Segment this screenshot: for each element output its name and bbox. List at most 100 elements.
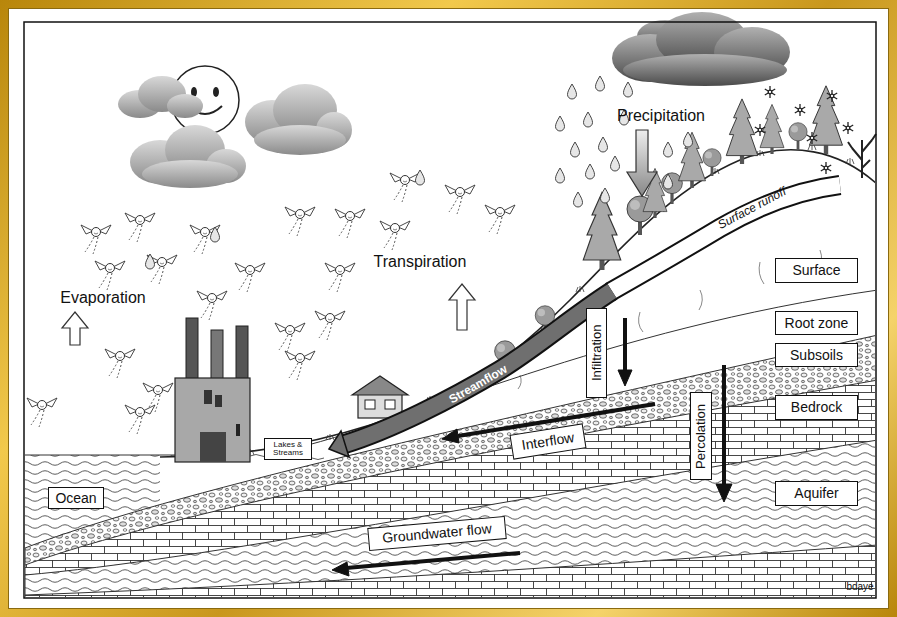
vapour-sprites [143, 383, 173, 412]
runoff-ribbon [329, 185, 840, 457]
vapour-sprites [325, 263, 355, 292]
snowflakes [755, 86, 853, 174]
snowflakes [795, 104, 805, 116]
hollow-arrows [449, 284, 475, 330]
trees [583, 193, 621, 271]
vapour-sprites [125, 213, 155, 242]
vapour-sprites [27, 398, 57, 427]
trees [810, 86, 843, 154]
raindrops [611, 156, 620, 171]
inner-border [24, 22, 876, 598]
runoff-ribbon [345, 291, 612, 444]
vapour-sprites [390, 173, 420, 202]
raindrops [601, 188, 610, 203]
raindrops [574, 192, 583, 207]
raindrops [599, 137, 608, 152]
node-text: Interflow [521, 430, 576, 453]
vapour-sprites [275, 323, 305, 352]
vapour-sprites [416, 170, 425, 185]
vapour-sprites [211, 227, 220, 242]
factory [236, 424, 240, 436]
process-label: Transpiration [365, 252, 475, 271]
flow-arrows [332, 562, 349, 576]
landscape [25, 23, 875, 597]
water-box: Ocean [48, 487, 104, 509]
factory [186, 318, 198, 380]
flow-arrows [332, 318, 732, 576]
snowflakes [827, 90, 837, 102]
vapour-sprites [125, 405, 155, 434]
house [352, 376, 408, 418]
trees [789, 123, 807, 150]
raindrops [586, 164, 595, 179]
vapour-sprites [445, 185, 475, 214]
flow-arrows [716, 484, 732, 502]
flow-arrows [346, 553, 520, 568]
factory [211, 330, 223, 380]
snowflakes [843, 122, 853, 134]
raindrops [568, 84, 577, 99]
hollow-arrows [62, 312, 88, 345]
runoff-ribbon [329, 431, 349, 457]
layer-box: Surface [775, 258, 858, 283]
vapour-sprites [190, 225, 220, 254]
vapour-sprites [235, 263, 265, 292]
node-text: Root zone [785, 316, 849, 331]
vapour-sprites [285, 351, 315, 380]
snowflakes [755, 124, 765, 136]
flow-arrows [618, 370, 632, 386]
grass [576, 286, 584, 292]
layer-box: Aquifer [775, 481, 858, 506]
vapour-sprites [146, 254, 155, 269]
raindrops [556, 116, 565, 131]
node-text: Subsoils [790, 348, 843, 363]
vapour-sprites [81, 225, 111, 254]
raindrops [556, 168, 565, 183]
flow-arrows [442, 429, 459, 443]
vapour-sprites [485, 205, 515, 234]
process-label: Precipitation [606, 106, 716, 125]
trees [703, 149, 721, 176]
runoff-ribbon [345, 291, 612, 444]
clouds [142, 160, 238, 188]
storm-cloud [623, 54, 787, 86]
runoff-ribbon [610, 185, 840, 292]
raindrops [624, 82, 633, 97]
node-text: Ocean [55, 491, 96, 506]
runoff-ribbon [610, 185, 840, 292]
snowflakes [821, 162, 831, 174]
vapour-sprites [105, 349, 135, 378]
node-text: Bedrock [791, 400, 842, 415]
grass [326, 434, 334, 440]
aquifer-layer [25, 440, 875, 595]
clouds [118, 76, 352, 188]
sun [213, 87, 219, 97]
factory [200, 432, 226, 462]
factory [175, 318, 250, 462]
flow-arrows [623, 318, 627, 372]
grass [246, 144, 854, 455]
snowflakes [765, 86, 775, 98]
vapour-sprites [315, 311, 345, 340]
process-label: Evaporation [51, 288, 155, 307]
snowflakes [807, 132, 817, 144]
node-text: Lakes & Streams [265, 441, 311, 458]
raindrops [664, 142, 673, 157]
node-text: Percolation [694, 403, 708, 468]
factory [175, 378, 250, 462]
layer-box: Subsoils [775, 343, 858, 367]
raindrops [684, 132, 693, 147]
vapour-sprites [197, 291, 227, 320]
layer-box: Root zone [775, 311, 858, 335]
trees [679, 132, 706, 188]
factory [215, 395, 222, 407]
grass [846, 158, 854, 164]
bedrock-layer [25, 380, 875, 597]
flow-box: Percolation [690, 392, 712, 480]
house [352, 376, 408, 395]
trees [760, 104, 784, 154]
layer-box: Bedrock [775, 395, 858, 420]
raindrops [584, 112, 593, 127]
house [385, 400, 395, 409]
